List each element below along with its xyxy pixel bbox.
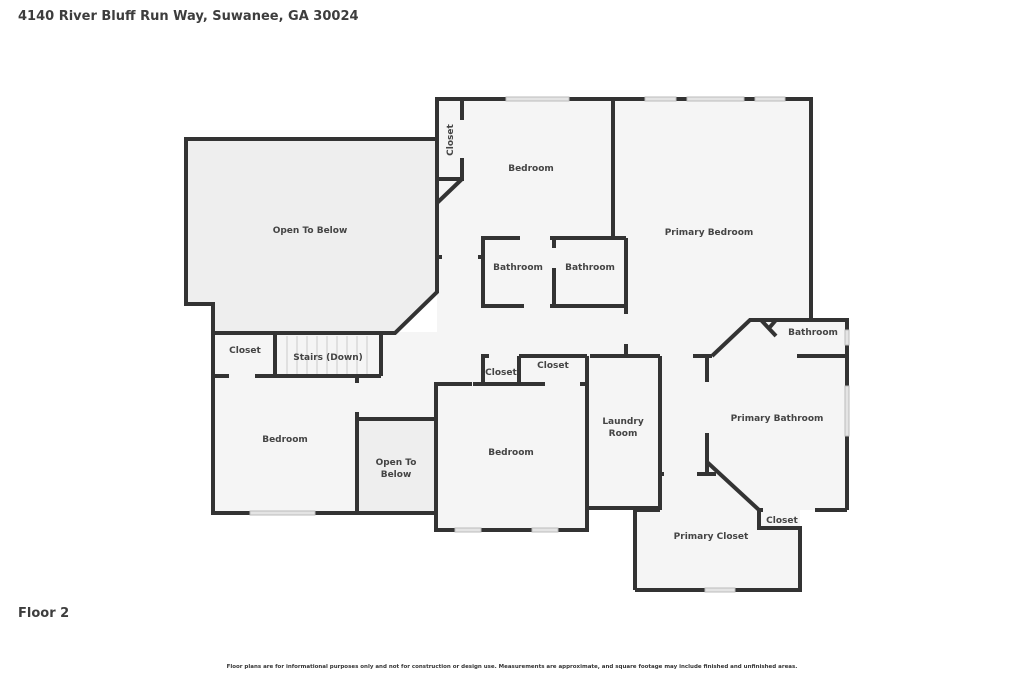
room-label-bedroom-center: Bedroom — [488, 448, 534, 458]
room-label-closet-vertical: Closet — [446, 123, 456, 155]
room-label-stairs: Stairs (Down) — [293, 353, 362, 363]
room-label-bathroom-primary-small: Bathroom — [788, 328, 838, 338]
room-label-bathroom-1: Bathroom — [493, 263, 543, 273]
room-label-open-to-below: Open To Below — [273, 226, 348, 236]
room-label-bathroom-2: Bathroom — [565, 263, 615, 273]
room-label-laundry: Laundry — [602, 417, 644, 427]
room-label-closet-mid: Closet — [537, 361, 569, 371]
room-label-closet-small: Closet — [485, 368, 517, 378]
room-label-primary-bathroom: Primary Bathroom — [731, 414, 824, 424]
room-label-laundry-2: Room — [609, 429, 638, 439]
room-label-bedroom-left: Bedroom — [262, 435, 308, 445]
floor-label: Floor 2 — [18, 606, 70, 621]
room-label-open-to-below-small: Open To — [376, 458, 417, 468]
open-to-below-small-area — [355, 417, 438, 515]
room-label-open-to-below-small-2: Below — [381, 470, 412, 480]
disclaimer: Floor plans are for informational purpos… — [226, 664, 798, 670]
open-to-below-area — [184, 137, 439, 335]
room-label-primary-closet: Primary Closet — [674, 532, 749, 542]
property-address: 4140 River Bluff Run Way, Suwanee, GA 30… — [18, 9, 359, 24]
room-label-closet-primary-bath: Closet — [766, 516, 798, 526]
room-label-closet-left: Closet — [229, 346, 261, 356]
room-label-primary-bedroom: Primary Bedroom — [665, 228, 754, 238]
room-label-bedroom-top: Bedroom — [508, 164, 554, 174]
